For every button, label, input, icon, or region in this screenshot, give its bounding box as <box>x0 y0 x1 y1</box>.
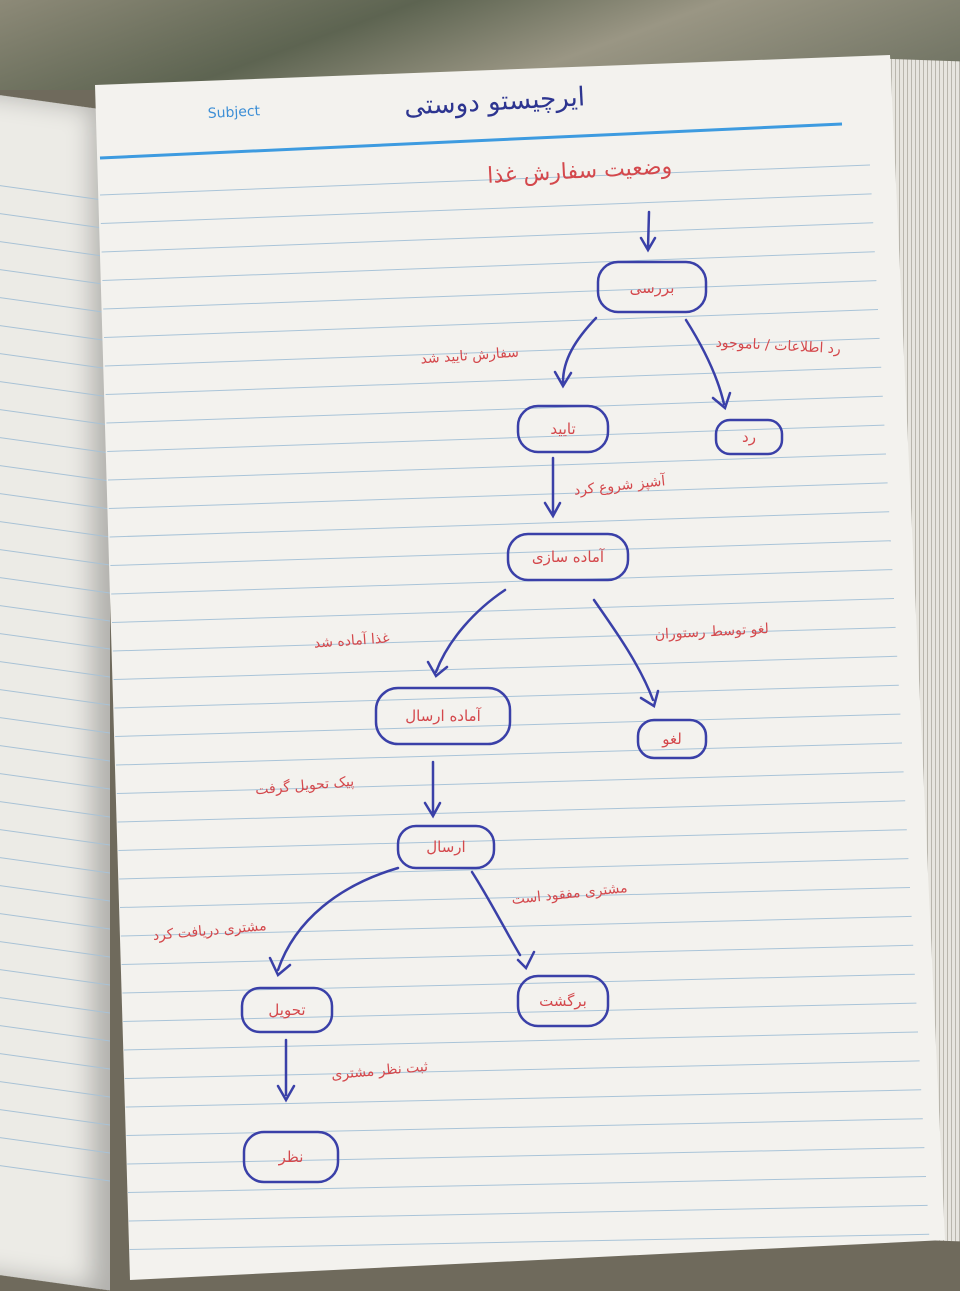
rule-line <box>105 366 882 395</box>
rule-line <box>109 511 890 538</box>
subject-label: Subject <box>207 103 261 122</box>
rule-line <box>115 713 901 737</box>
arrow-review-approved <box>553 316 598 389</box>
rule-line <box>119 887 911 908</box>
rule-line <box>108 482 888 509</box>
rule-line <box>116 771 904 794</box>
rule-line <box>103 309 879 338</box>
diagram-arrows <box>268 210 732 1103</box>
edge-review-rejected-label: رد اطلاعات / ناموجود <box>715 335 841 358</box>
rule-line <box>119 858 909 880</box>
header-line <box>99 122 843 160</box>
node-preparing-label: آماده سازی <box>532 548 605 566</box>
rule-line <box>113 655 898 680</box>
edge-preparing-cancelled-label: لغو توسط رستوران <box>654 621 769 643</box>
rule-line <box>124 1060 920 1079</box>
node-cancelled-label: لغو <box>661 730 682 748</box>
arrow-sending-delivered <box>268 866 400 977</box>
node-approved-label: تایید <box>550 420 575 438</box>
arrow-sending-returned <box>470 870 536 971</box>
node-returned-label: برگشت <box>539 992 587 1010</box>
rule-line <box>106 395 883 424</box>
rule-line <box>99 164 871 196</box>
node-rejected <box>714 418 784 456</box>
rule-line <box>103 280 877 310</box>
rule-line <box>123 1031 919 1051</box>
node-cancelled <box>636 718 708 760</box>
rule-line <box>111 569 893 595</box>
rule-line <box>102 251 875 281</box>
node-sending <box>396 824 496 870</box>
arrow-approved-preparing <box>543 456 562 519</box>
rule-line <box>115 742 903 766</box>
node-ready-to-send-label: آماده ارسال <box>405 707 481 725</box>
node-preparing <box>506 532 630 582</box>
rule-line <box>111 598 895 623</box>
node-rejected-label: رد <box>742 428 756 446</box>
node-labels: بررسی رد تایید آماده سازی آماده ارسال لغ… <box>268 279 756 1166</box>
arrow-preparing-ready <box>426 588 507 678</box>
node-rating <box>242 1130 340 1184</box>
node-approved <box>516 404 610 454</box>
arrow-ready-sending <box>423 760 442 819</box>
rule-line <box>101 222 874 253</box>
rule-line <box>127 1176 927 1193</box>
node-review-label: بررسی <box>630 279 675 297</box>
diagram-nodes <box>240 260 784 1184</box>
rule-line <box>120 915 912 937</box>
rule-line <box>107 453 887 481</box>
rule-line <box>129 1233 930 1250</box>
rule-line <box>118 829 907 851</box>
rule-line <box>125 1089 922 1108</box>
node-sending-label: ارسال <box>426 838 465 856</box>
arrow-review-rejected <box>684 318 732 411</box>
node-returned <box>516 974 610 1028</box>
rule-line <box>112 626 896 652</box>
rule-line <box>104 337 880 367</box>
rule-line <box>107 424 885 452</box>
arrow-delivered-rating <box>276 1038 296 1103</box>
edge-preparing-ready-label: غذا آماده شد <box>313 629 390 651</box>
node-ready-to-send <box>374 686 512 746</box>
rule-line <box>127 1147 925 1165</box>
node-rating-label: نظر <box>278 1148 304 1166</box>
edge-review-approved-label: سفارش تایید شد <box>420 345 519 368</box>
rule-line <box>117 800 906 823</box>
node-review <box>596 260 708 314</box>
rule-line <box>100 193 872 224</box>
rule-line <box>121 944 914 965</box>
start-arrow <box>639 210 657 253</box>
rule-line <box>128 1204 928 1222</box>
node-delivered <box>240 986 334 1034</box>
node-delivered-label: تحویل <box>268 1001 305 1019</box>
rule-line <box>110 540 891 566</box>
arrow-preparing-cancelled <box>592 598 660 708</box>
